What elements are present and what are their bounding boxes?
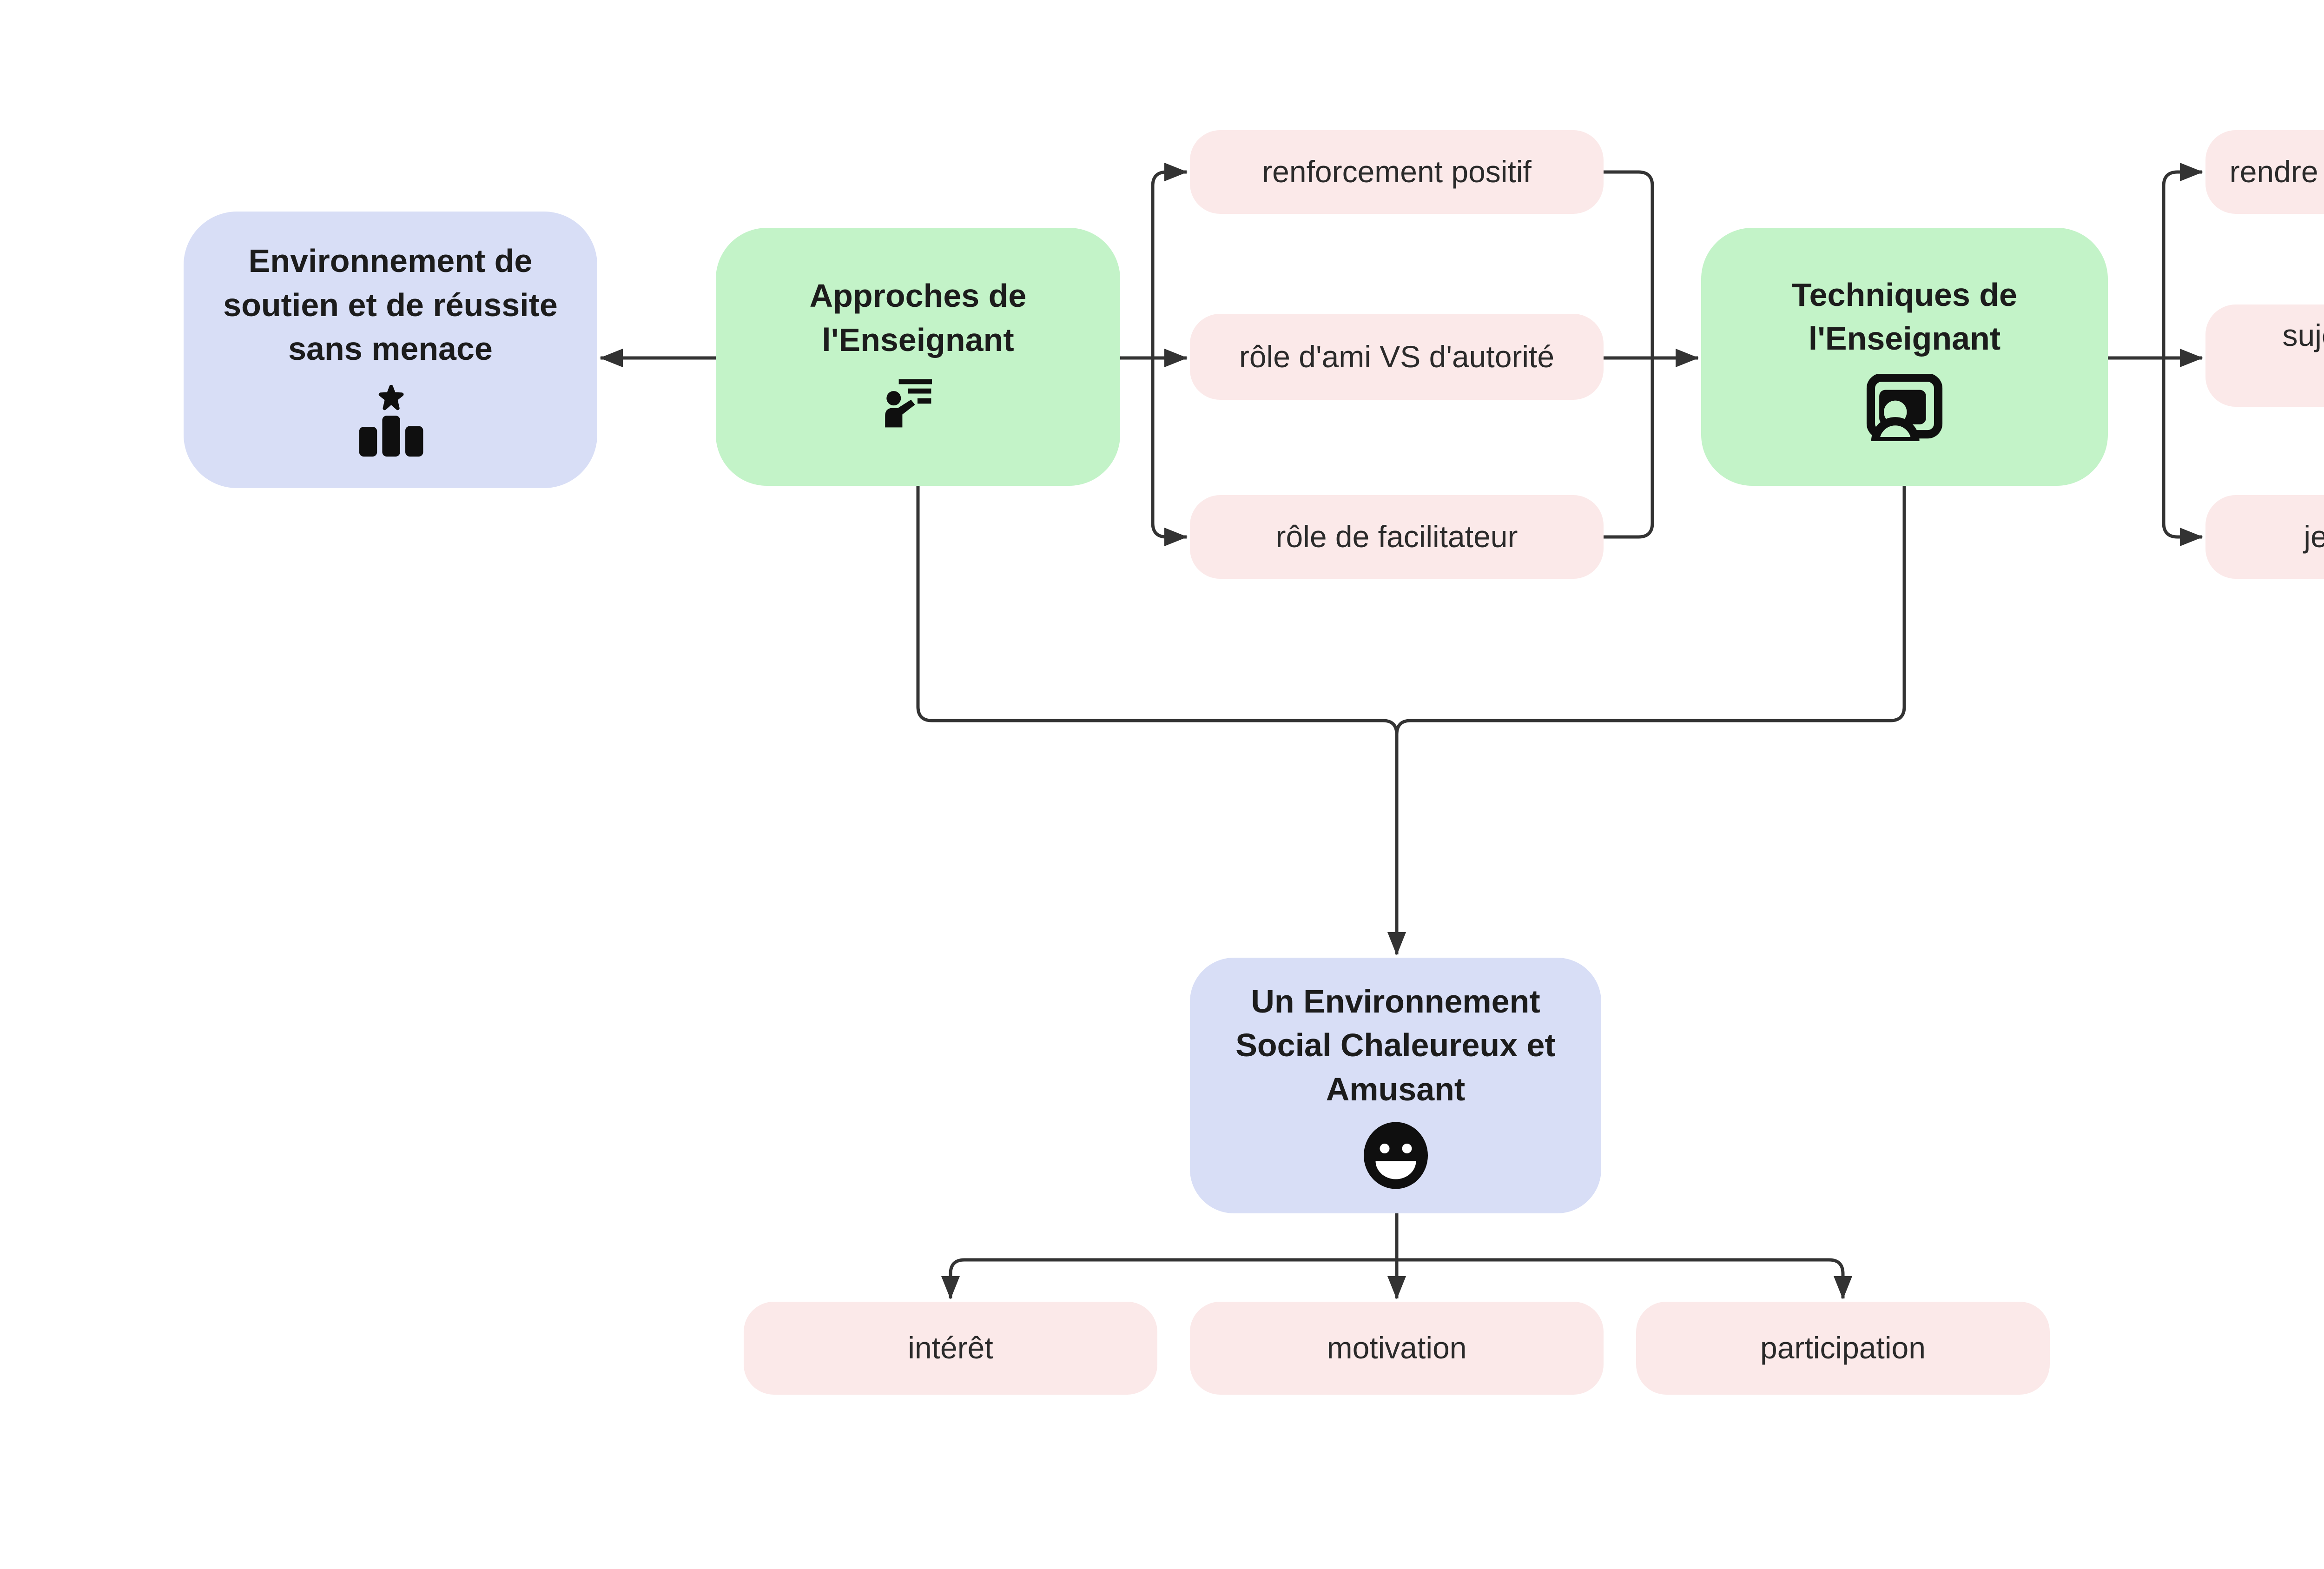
connector-techniques-to-rendre-amusant bbox=[2162, 163, 2203, 358]
node-participation-label: participation bbox=[1760, 1331, 1926, 1365]
connector-techniques-to-jeux bbox=[2162, 358, 2203, 546]
node-renforcement-positif[interactable]: renforcement positif bbox=[1190, 130, 1604, 214]
connector-role-facilitateur-to-techniques bbox=[1604, 358, 1654, 539]
connector-env-social-to-interet bbox=[941, 1258, 1397, 1299]
podium-star-icon bbox=[359, 384, 423, 457]
node-renforcement-positif-label: renforcement positif bbox=[1262, 154, 1532, 189]
co-present-icon bbox=[1866, 373, 1943, 441]
node-environnement-social[interactable]: Un Environnement Social Chaleureux et Am… bbox=[1190, 958, 1601, 1213]
node-environnement-social-label: Un Environnement Social Chaleureux et Am… bbox=[1235, 983, 1556, 1107]
node-techniques-enseignant-label: Techniques de l'Enseignant bbox=[1792, 276, 2017, 357]
node-rendre-apprendre-amusant-label: rendre apprendre amusant bbox=[2229, 154, 2318, 189]
node-jeux-cooperatifs-label: jeux coopératifs bbox=[2304, 519, 2324, 554]
node-interet[interactable]: intérêt bbox=[744, 1302, 1157, 1395]
node-techniques-enseignant[interactable]: Techniques de l'Enseignant bbox=[1701, 228, 2108, 486]
node-sujets-attrayants-label: sujets attrayants et pertinents bbox=[2282, 318, 2324, 353]
node-role-ami-vs-autorite[interactable]: rôle d'ami VS d'autorité bbox=[1190, 314, 1604, 400]
node-sujets-attrayants[interactable]: sujets attrayants et pertinents bbox=[2205, 305, 2324, 407]
node-motivation-label: motivation bbox=[1327, 1331, 1467, 1365]
node-jeux-cooperatifs[interactable]: jeux coopératifs bbox=[2205, 495, 2324, 579]
node-environnement-soutien-label: Environnement de soutien et de réussite … bbox=[223, 243, 558, 367]
presenter-icon bbox=[885, 379, 932, 428]
node-participation[interactable]: participation bbox=[1636, 1302, 2050, 1395]
node-role-ami-vs-autorite-label: rôle d'ami VS d'autorité bbox=[1239, 339, 1555, 374]
node-approches-enseignant[interactable]: Approches de l'Enseignant bbox=[716, 228, 1120, 486]
node-role-facilitateur-label: rôle de facilitateur bbox=[1275, 519, 1518, 554]
connector-approches-to-renforcement bbox=[1151, 163, 1188, 358]
node-approches-enseignant-label: Approches de l'Enseignant bbox=[809, 278, 1027, 358]
node-environnement-soutien[interactable]: Environnement de soutien et de réussite … bbox=[184, 212, 597, 488]
node-interet-label: intérêt bbox=[908, 1331, 993, 1365]
node-motivation[interactable]: motivation bbox=[1190, 1302, 1604, 1395]
smiley-icon bbox=[1363, 1122, 1428, 1189]
connector-renforcement-to-techniques bbox=[1604, 170, 1654, 358]
connector-env-social-to-participation bbox=[1397, 1258, 1852, 1299]
node-rendre-apprendre-amusant[interactable]: rendre apprendre amusant bbox=[2205, 130, 2324, 214]
connector-techniques-to-env-social bbox=[1395, 486, 1906, 735]
connector-approches-to-role-facilitateur bbox=[1151, 358, 1188, 546]
node-role-facilitateur[interactable]: rôle de facilitateur bbox=[1190, 495, 1604, 579]
